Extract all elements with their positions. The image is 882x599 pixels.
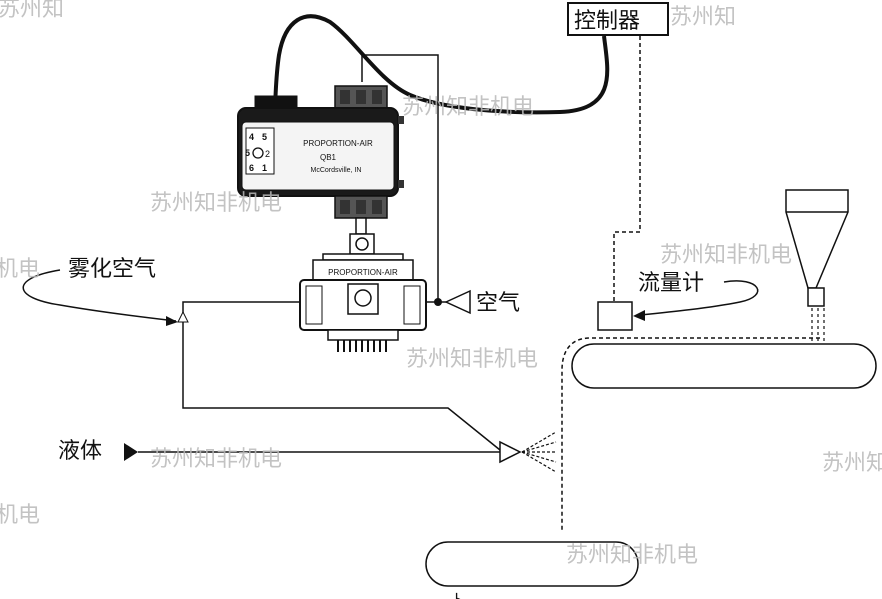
watermarks: 苏州知 苏州知 苏州知非机电 苏州知非机电 苏州知非机电 机电 苏州知非机电 苏…	[0, 0, 882, 568]
upper-conveyor	[571, 343, 877, 389]
valve-brand: PROPORTION-AIR	[328, 268, 398, 277]
air-feedback-pipe	[361, 54, 439, 302]
liquid-label: 液体	[58, 439, 102, 464]
junction-dot	[434, 298, 442, 306]
port-number: 2	[265, 149, 270, 159]
port-number: 4	[249, 132, 254, 142]
atomizing-air-pointer	[22, 269, 177, 322]
watermark: 苏州知非机电	[406, 347, 538, 372]
controller-flowmeter-dashed-line	[613, 36, 641, 302]
lower-conveyor	[425, 541, 639, 587]
watermark: 苏州知	[670, 5, 736, 30]
port-number: 6	[249, 163, 254, 173]
air-inlet: 空气	[426, 289, 520, 316]
regulator-brand: PROPORTION-AIR	[303, 139, 373, 148]
watermark: 苏州知非机电	[660, 243, 792, 268]
watermark: 苏州知	[0, 0, 64, 22]
regulator-model: QB1	[320, 153, 337, 162]
watermark: 苏州知	[822, 451, 882, 476]
watermark: 苏州知非机电	[566, 543, 698, 568]
watermark: 苏州知非机电	[150, 447, 282, 472]
air-label: 空气	[476, 291, 520, 316]
spray-nozzle	[499, 431, 557, 473]
flow-meter-label: 流量计	[638, 271, 704, 296]
belt-dashed-line	[561, 337, 820, 530]
watermark: 苏州知非机电	[150, 191, 282, 216]
watermark: 机电	[0, 257, 40, 282]
signal-cable	[273, 14, 610, 115]
regulator-qb1: 4 5 5 2 6 1 PROPORTION-AIR QB1 McCordsvi…	[237, 85, 404, 255]
liquid-arrow	[124, 443, 138, 461]
port-number: 5	[245, 148, 250, 158]
controller-label: 控制器	[574, 9, 640, 34]
controller-box: 控制器	[567, 2, 669, 36]
regulator-location: McCordsville, IN	[311, 167, 362, 174]
bottom-partial-text: 卜	[450, 593, 466, 599]
flow-meter: 流量计	[597, 271, 759, 331]
watermark: 苏州知非机电	[402, 95, 534, 120]
atomizing-air-pipe	[182, 301, 501, 451]
port-symbol	[252, 147, 264, 159]
port-number: 5	[262, 132, 267, 142]
atomizing-air-label: 雾化空气	[68, 257, 156, 282]
flow-meter-pointer	[639, 280, 759, 316]
air-inlet-arrow	[444, 289, 471, 315]
spray-pattern	[521, 431, 557, 473]
valve-body: PROPORTION-AIR	[299, 253, 427, 352]
watermark: 机电	[0, 503, 40, 528]
port-number: 1	[262, 163, 267, 173]
hopper	[785, 189, 849, 344]
atomizing-air-arrowhead	[177, 310, 189, 323]
